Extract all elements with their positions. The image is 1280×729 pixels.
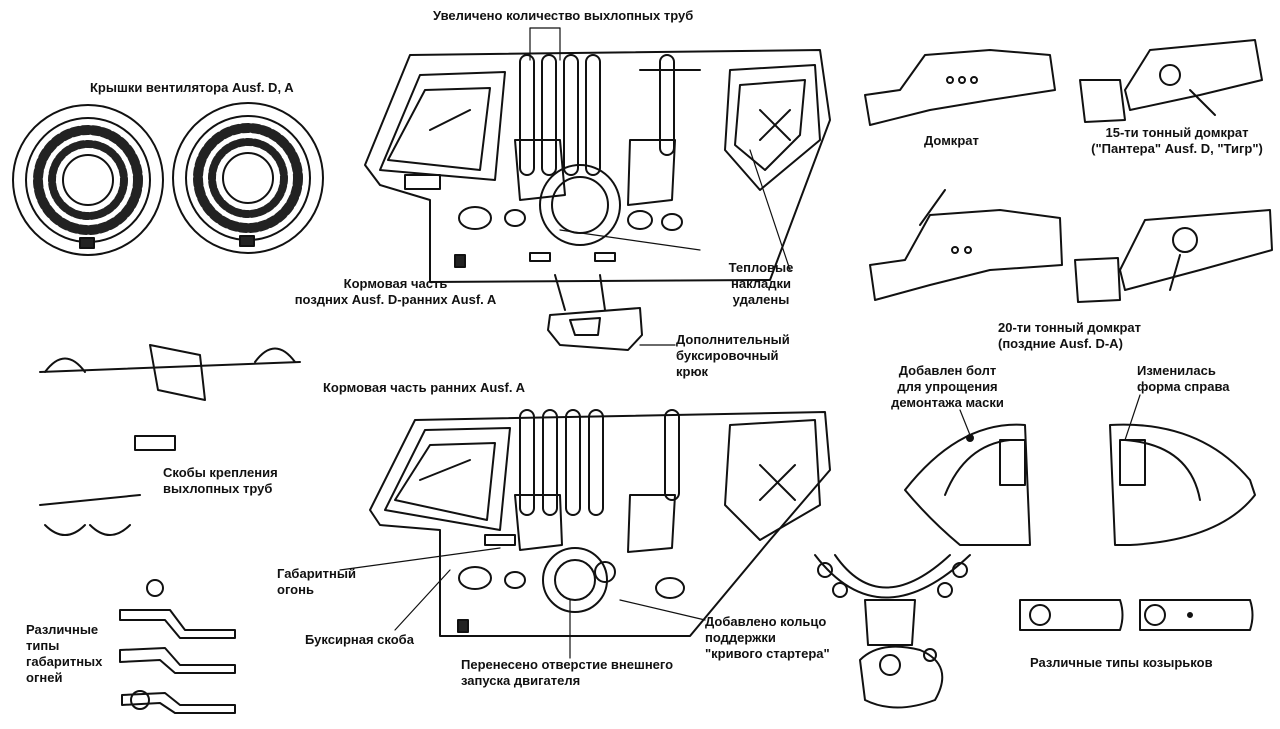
label-tow-hook-line2: буксировочный	[676, 348, 779, 363]
label-fan-covers: Крышки вентилятора Ausf. D, A	[90, 80, 294, 95]
label-heat-shields: Тепловые накладки удалены	[722, 260, 800, 308]
label-mantlet-bolt-line3: демонтажа маски	[891, 395, 1004, 410]
label-rear-early: Кормовая часть ранних Ausf. A	[323, 380, 525, 395]
label-starter-ring-line1: Добавлено кольцо	[705, 614, 827, 629]
jack-20t-right	[1074, 209, 1273, 303]
label-tow-hook: Дополнительный буксировочный крюк	[676, 332, 790, 380]
label-rear-late: Кормовая часть поздних Ausf. D-ранних Au…	[283, 276, 508, 308]
label-jack-15t-line2: ("Пантера" Ausf. D, "Тигр")	[1091, 141, 1263, 156]
jack-20t-left	[869, 189, 1063, 301]
label-starter-hole: Перенесено отверстие внешнего запуска дв…	[461, 657, 673, 689]
label-rear-late-line1: Кормовая часть	[343, 276, 448, 291]
fan-cover-left	[12, 104, 164, 256]
exhaust-brackets	[39, 344, 301, 536]
label-tow-hook-line1: Дополнительный	[676, 332, 790, 347]
label-tow-bracket: Буксирная скоба	[305, 632, 414, 647]
label-jack: Домкрат	[924, 133, 979, 148]
label-rear-late-line2: поздних Ausf. D-ранних Ausf. A	[294, 292, 497, 307]
label-jack-20t-line2: (поздние Ausf. D-A)	[998, 336, 1123, 351]
label-shape-change-line1: Изменилась	[1137, 363, 1216, 378]
label-mantlet-bolt-line1: Добавлен болт	[898, 363, 997, 378]
label-exhaust-brackets-line2: выхлопных труб	[163, 481, 273, 496]
extra-tow-hook	[529, 252, 643, 351]
label-marker-light-line2: огонь	[277, 582, 314, 597]
visor-types	[1019, 599, 1254, 631]
mantlet-right	[1109, 423, 1256, 546]
label-jack-15t: 15-ти тонный домкрат ("Пантера" Ausf. D,…	[1082, 125, 1272, 157]
label-exhaust-pipes: Увеличено количество выхлопных труб	[433, 8, 694, 23]
label-visor-types: Различные типы козырьков	[1030, 655, 1213, 670]
label-shape-change-line2: форма справа	[1137, 379, 1230, 394]
label-starter-ring-line3: "кривого стартера"	[705, 646, 830, 661]
label-marker-light: Габаритный огонь	[277, 566, 356, 598]
label-heat-shields-line1: Тепловые	[728, 260, 794, 275]
label-exhaust-brackets-line1: Скобы крепления	[163, 465, 278, 480]
label-jack-20t: 20-ти тонный домкрат (поздние Ausf. D-A)	[998, 320, 1141, 352]
label-heat-shields-line2: накладки	[731, 276, 791, 291]
label-mantlet-bolt: Добавлен болт для упрощения демонтажа ма…	[880, 363, 1015, 411]
label-light-types-line3: габаритных	[26, 654, 103, 669]
label-jack-20t-line1: 20-ти тонный домкрат	[998, 320, 1141, 335]
mantlet-left	[904, 423, 1031, 546]
label-light-types-line2: типы	[26, 638, 60, 653]
label-tow-hook-line3: крюк	[676, 364, 709, 379]
jack-standard	[864, 49, 1056, 126]
rear-hull-upper	[364, 49, 831, 283]
label-starter-ring-line2: поддержки	[705, 630, 776, 645]
label-starter-hole-line2: запуска двигателя	[461, 673, 581, 688]
label-mantlet-bolt-line2: для упрощения	[897, 379, 998, 394]
label-shape-change: Изменилась форма справа	[1137, 363, 1230, 395]
label-heat-shields-line3: удалены	[732, 292, 790, 307]
fan-cover-right	[172, 102, 324, 254]
starter-ring-detail	[814, 554, 971, 709]
jack-15t	[1079, 39, 1263, 123]
label-starter-ring: Добавлено кольцо поддержки "кривого стар…	[705, 614, 830, 662]
label-starter-hole-line1: Перенесено отверстие внешнего	[461, 657, 674, 672]
label-light-types: Различные типы габаритных огней	[26, 622, 102, 686]
label-light-types-line1: Различные	[26, 622, 99, 637]
leader-lines	[339, 27, 1141, 659]
rear-hull-lower	[369, 409, 831, 637]
label-light-types-line4: огней	[26, 670, 63, 685]
label-exhaust-brackets: Скобы крепления выхлопных труб	[163, 465, 278, 497]
label-jack-15t-line1: 15-ти тонный домкрат	[1105, 125, 1249, 140]
marker-light-types	[119, 579, 236, 714]
label-marker-light-line1: Габаритный	[277, 566, 356, 581]
